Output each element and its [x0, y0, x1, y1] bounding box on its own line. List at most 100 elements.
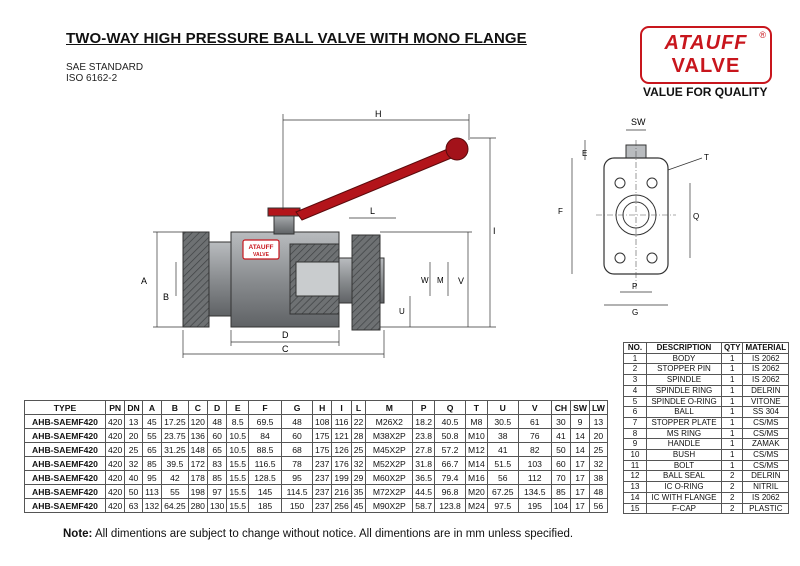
col-no: NO. — [623, 342, 647, 354]
dimension-cell: M16 — [465, 470, 488, 485]
parts-cell: HANDLE — [646, 438, 722, 451]
parts-cell: 12 — [623, 470, 647, 483]
col-ch: CH — [550, 400, 572, 415]
dimension-cell: 58.7 — [412, 498, 436, 513]
dimension-cell: 27.8 — [412, 442, 436, 457]
dimension-cell: 237 — [312, 470, 333, 485]
dimension-cell: 32 — [124, 456, 143, 471]
dimension-cell: 134.5 — [517, 484, 552, 499]
dimension-cell: 20 — [124, 428, 143, 443]
dimension-cell: 78 — [281, 456, 314, 471]
dimension-cell: 8.5 — [226, 414, 250, 429]
footnote: Note: All dimentions are subject to chan… — [63, 528, 573, 540]
logo-brand-text: ATAUFF — [664, 32, 748, 54]
dimension-cell: 172 — [187, 456, 208, 471]
dimension-cell: M20 — [465, 484, 488, 499]
dimension-cell: 85 — [141, 456, 163, 471]
dimension-cell: 56 — [588, 498, 608, 513]
dim-u: U — [399, 307, 405, 316]
dimension-cell: 145 — [248, 484, 283, 499]
parts-cell: 13 — [623, 481, 647, 493]
standard-line-1: SAE STANDARD — [66, 62, 144, 73]
parts-cell: 2 — [720, 481, 744, 493]
parts-cell: CS/MS — [742, 459, 790, 472]
col-a: A — [141, 400, 163, 415]
body-sub-text: VALVE — [253, 252, 270, 258]
parts-cell: STOPPER PLATE — [646, 416, 722, 429]
parts-cell: NITRIL — [742, 481, 790, 493]
dim-v: V — [458, 276, 464, 286]
dim-a: A — [141, 276, 147, 286]
parts-cell: BOLT — [646, 459, 722, 472]
dimension-cell: 29 — [350, 470, 367, 485]
dimension-cell: 150 — [281, 498, 314, 513]
dimension-cell: 82 — [517, 442, 552, 457]
dimension-cell: 55 — [141, 428, 163, 443]
parts-cell: DELRIN — [742, 470, 790, 483]
dimension-cell: 66.7 — [434, 456, 467, 471]
dimension-cell: 41 — [550, 428, 572, 443]
dimension-cell: 15.5 — [226, 498, 250, 513]
dimension-cell: 40 — [124, 470, 143, 485]
parts-cell: BALL — [646, 406, 722, 418]
dimension-cell: 130 — [206, 498, 228, 513]
dimension-cell: 32 — [350, 456, 367, 471]
dimension-cell: M90X2P — [365, 498, 414, 513]
dimension-cell: 237 — [312, 484, 333, 499]
dimension-cell: 39.5 — [161, 456, 189, 471]
dimension-cell: 57.2 — [434, 442, 467, 457]
dimension-cell: 20 — [588, 428, 608, 443]
parts-cell: SPINDLE O-RING — [646, 395, 722, 408]
dimension-cell: 60 — [550, 456, 572, 471]
dimension-cell: 36.5 — [412, 470, 436, 485]
dimension-cell: 116.5 — [248, 456, 283, 471]
logo-sub-text: VALVE — [671, 55, 741, 77]
col-i: I — [331, 400, 352, 415]
parts-cell: 1 — [720, 406, 744, 418]
handle-knob — [445, 137, 469, 161]
parts-cell: 10 — [623, 449, 647, 461]
parts-cell: 1 — [720, 449, 744, 461]
col-q: Q — [434, 400, 467, 415]
body-brand-text: ATAUFF — [248, 244, 273, 251]
dimension-cell: 41 — [486, 442, 519, 457]
col-u: U — [486, 400, 519, 415]
parts-cell: VITONE — [742, 395, 790, 408]
dimension-cell: 48 — [206, 414, 228, 429]
dimension-cell: 23.75 — [161, 428, 189, 443]
dim-i: I — [493, 226, 496, 236]
dim-g: G — [632, 308, 638, 317]
parts-cell: CS/MS — [742, 449, 790, 461]
dimension-cell: 32 — [588, 456, 608, 471]
valve-handle — [295, 145, 462, 221]
dimension-cell: 69.5 — [248, 414, 283, 429]
dim-p: P — [632, 282, 637, 291]
parts-cell: SPINDLE RING — [646, 384, 722, 397]
dimension-cell: 28 — [350, 428, 367, 443]
dimension-cell: 128.5 — [248, 470, 283, 485]
brand-logo: ATAUFF VALVE ® — [640, 26, 772, 84]
dimension-cell: 48 — [588, 484, 608, 499]
dimension-cell: M8 — [465, 414, 488, 429]
parts-cell: F-CAP — [646, 502, 722, 515]
dimension-cell: 70 — [550, 470, 572, 485]
dimension-cell: 17 — [570, 498, 590, 513]
col-h: H — [312, 400, 333, 415]
dimension-cell: 31.8 — [412, 456, 436, 471]
col-f: F — [248, 400, 283, 415]
left-flange — [182, 231, 210, 328]
dimension-cell: AHB-SAEMF420 — [24, 442, 106, 457]
parts-cell: 9 — [623, 438, 647, 451]
right-flange — [351, 234, 381, 331]
dimension-cell: 256 — [331, 498, 352, 513]
dimension-cell: 44.5 — [412, 484, 436, 499]
dim-q: Q — [693, 212, 699, 221]
parts-cell: IC O-RING — [646, 481, 722, 493]
